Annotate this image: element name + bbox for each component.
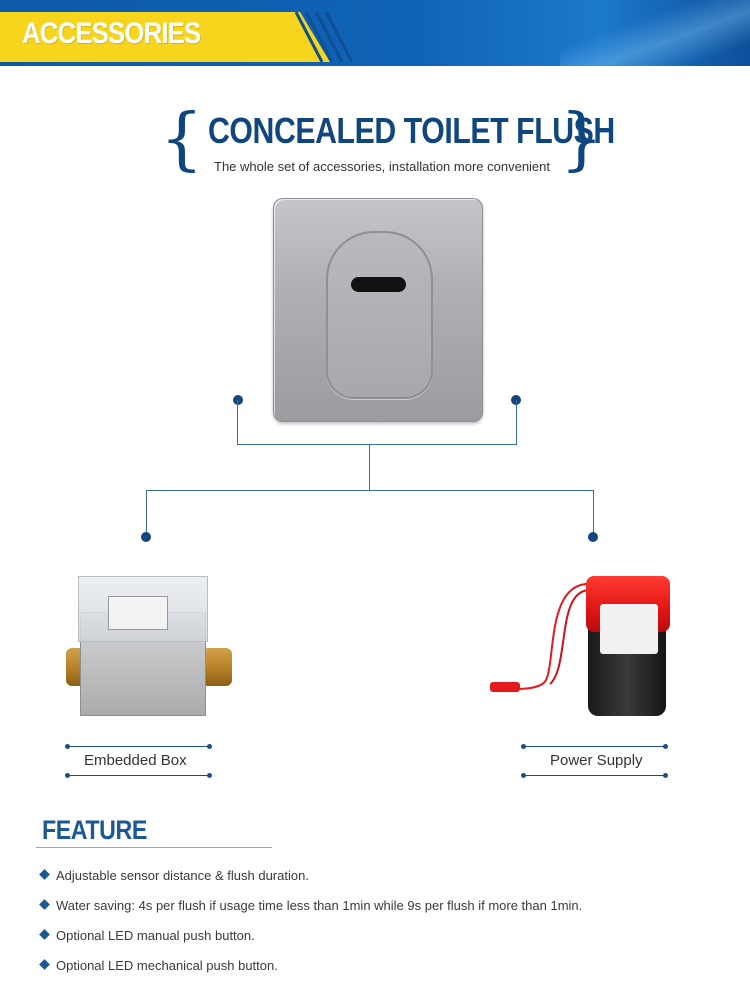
feature-divider (36, 847, 272, 848)
connector-dot (588, 532, 598, 542)
caption-line (523, 746, 666, 747)
left-brace-icon: { (160, 100, 204, 179)
flush-panel-image (273, 198, 483, 422)
connector-dot (141, 532, 151, 542)
feature-text: Adjustable sensor distance & flush durat… (56, 868, 309, 883)
feature-text: Water saving: 4s per flush if usage time… (56, 898, 583, 913)
connector-line (516, 400, 517, 445)
feature-text: Optional LED manual push button. (56, 928, 255, 943)
connector-line (593, 490, 594, 536)
page-title: CONCEALED TOILET FLUSH (208, 110, 615, 151)
feature-list: Adjustable sensor distance & flush durat… (39, 868, 730, 988)
feature-text: Optional LED mechanical push button. (56, 958, 278, 973)
embedded-box-label: Embedded Box (84, 752, 187, 769)
caption-dot (663, 744, 668, 749)
diamond-bullet-icon (39, 899, 50, 910)
caption-dot (663, 773, 668, 778)
connector-dot (233, 395, 243, 405)
power-supply-image (486, 570, 682, 726)
battery-sticker (600, 604, 658, 654)
brass-fitting-right (202, 648, 232, 686)
diamond-bullet-icon (39, 929, 50, 940)
connector-line (146, 490, 147, 536)
connector-line (237, 400, 238, 445)
feature-heading: FEATURE (42, 815, 147, 845)
list-item: Optional LED mechanical push button. (39, 958, 730, 988)
page-subtitle: The whole set of accessories, installati… (214, 159, 551, 174)
header-banner: ACCESSORIES (0, 0, 750, 66)
caption-dot (207, 773, 212, 778)
list-item: Water saving: 4s per flush if usage time… (39, 898, 730, 928)
diamond-bullet-icon (39, 959, 50, 970)
list-item: Optional LED manual push button. (39, 928, 730, 958)
box-lid (78, 576, 208, 642)
caption-dot (207, 744, 212, 749)
right-brace-icon: } (560, 100, 604, 179)
sensor-pad (326, 231, 433, 399)
connector-line (146, 490, 594, 491)
banner-highlight (560, 0, 750, 66)
embedded-box-image (52, 572, 232, 722)
list-item: Adjustable sensor distance & flush durat… (39, 868, 730, 898)
caption-line (67, 746, 210, 747)
connector-line (369, 444, 370, 491)
header-title: ACCESSORIES (22, 17, 201, 50)
sensor-window (351, 277, 406, 292)
caption-line (523, 775, 666, 776)
box-sticker (108, 596, 168, 630)
stripes-decoration (294, 12, 352, 62)
diamond-bullet-icon (39, 869, 50, 880)
connector-line (237, 444, 517, 445)
banner-yellow-tab (0, 12, 330, 62)
caption-line (67, 775, 210, 776)
battery-wire (490, 582, 595, 692)
power-supply-label: Power Supply (550, 752, 643, 769)
